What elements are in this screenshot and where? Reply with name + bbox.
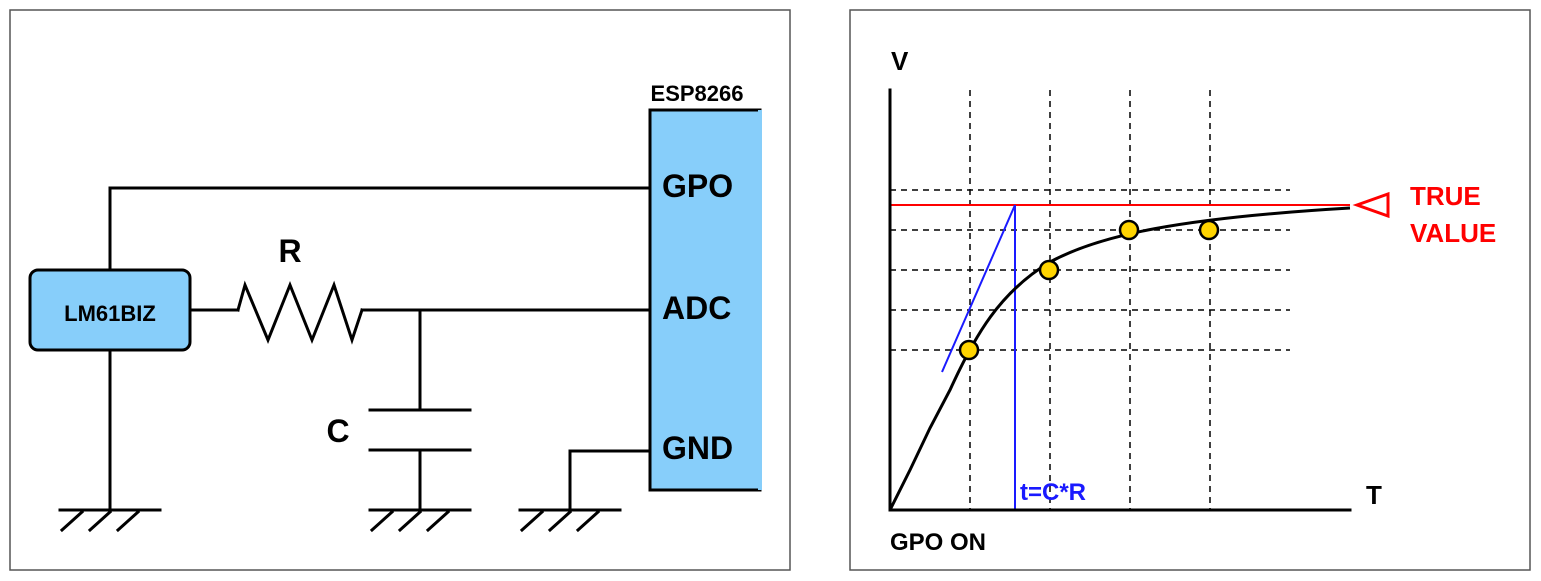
time-constant-label: t=C*R xyxy=(1020,479,1086,506)
circuit-panel: ESP8266 GPO ADC GND LM61BIZ R C xyxy=(9,9,791,571)
sample-point xyxy=(1118,219,1140,241)
sample-point xyxy=(1198,219,1220,241)
ground-symbol-1 xyxy=(58,508,162,533)
true-value-label-line2: VALUE xyxy=(1410,218,1496,248)
sensor-label: LM61BIZ xyxy=(64,301,156,326)
graph-panel-border xyxy=(849,9,1531,571)
sample-point xyxy=(958,339,980,361)
gnd-wire xyxy=(568,449,652,512)
pin-adc-label: ADC xyxy=(662,290,731,326)
origin-label: GPO ON xyxy=(890,529,986,556)
pin-gnd-label: GND xyxy=(662,430,733,466)
sample-point xyxy=(1038,259,1060,281)
x-axis-label: T xyxy=(1366,480,1382,510)
esp8266-label: ESP8266 xyxy=(651,81,744,106)
true-value-marker xyxy=(1352,191,1390,219)
resistor-label: R xyxy=(278,233,301,269)
tangent-line xyxy=(941,204,1016,373)
esp8266-chip xyxy=(648,108,762,492)
true-value-label-line1: TRUE xyxy=(1410,181,1481,211)
ground-symbol-2 xyxy=(368,508,472,533)
capacitor-label: C xyxy=(326,413,349,449)
y-axis-label: V xyxy=(891,46,909,76)
grid xyxy=(890,90,1290,510)
graph-panel: TRUE VALUE t=C*R V T GPO ON xyxy=(849,9,1531,571)
gpo-wire xyxy=(108,186,652,272)
ground-symbol-3 xyxy=(518,508,622,533)
resistor xyxy=(236,280,364,345)
pin-gpo-label: GPO xyxy=(662,168,733,204)
